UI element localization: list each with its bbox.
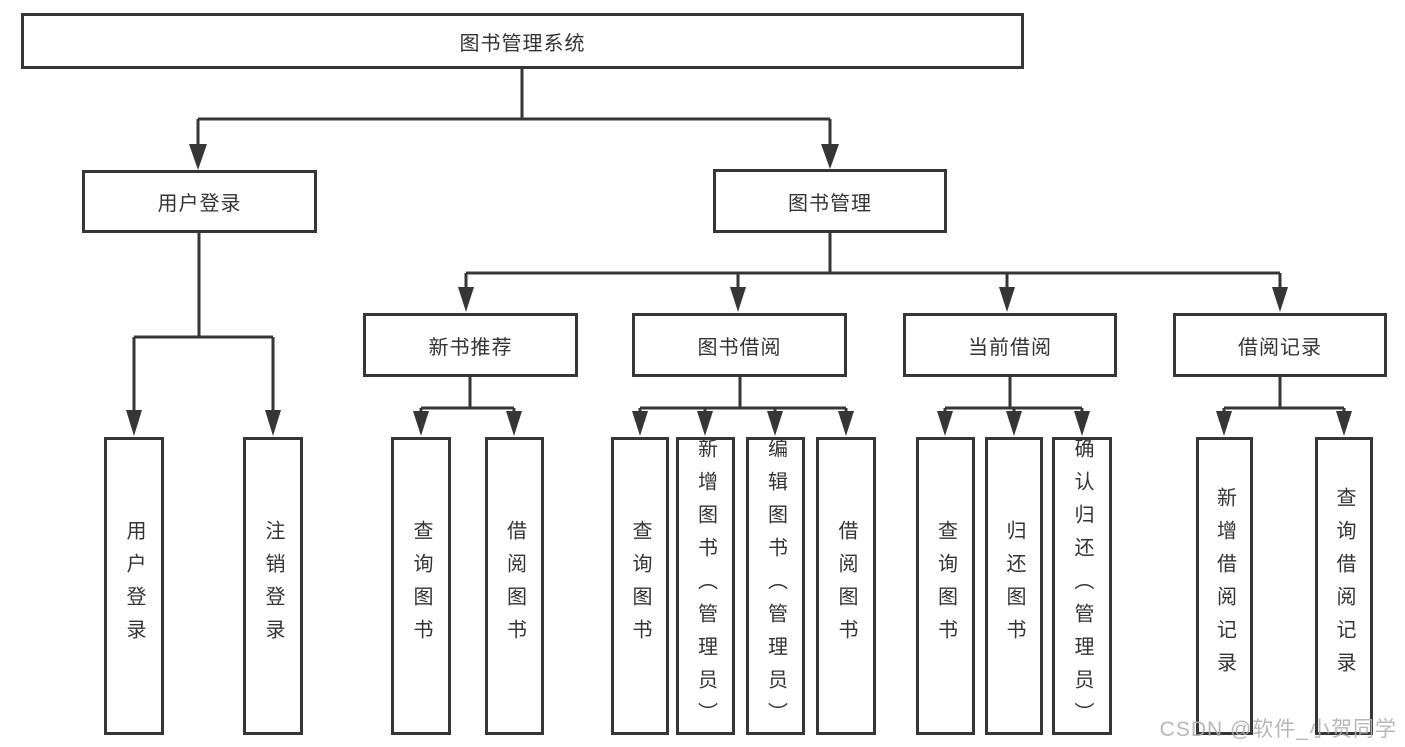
leaf-query-borrow-record: 查询借阅记录 [1315,437,1373,735]
node-label: 借阅图书 [835,520,857,652]
node-current-borrowing: 当前借阅 [903,313,1117,377]
node-book-management: 图书管理 [713,169,947,233]
node-label: 当前借阅 [968,336,1052,359]
leaf-add-borrow-record: 新增借阅记录 [1196,437,1253,735]
connector-new-book-recommend-children [413,377,522,436]
leaf-edit-book-admin: 编辑图书（管理员） [746,437,805,735]
leaf-return-books: 归还图书 [985,437,1043,735]
leaf-query-books-borrowing: 查询图书 [611,437,669,735]
leaf-user-login: 用户登录 [104,437,164,735]
node-label: 查询图书 [629,520,651,652]
node-label: 新书推荐 [428,336,513,359]
node-label: 借阅图书 [503,520,526,652]
connector-book-borrowing-children [632,377,854,436]
node-label: 查询图书 [410,520,432,652]
leaf-query-books-current: 查询图书 [916,437,975,735]
leaf-query-books-recommend: 查询图书 [391,437,451,735]
connector-root-to-level2 [189,69,839,170]
node-label: 查询图书 [934,520,957,652]
node-book-borrowing: 图书借阅 [632,313,847,377]
node-label: 查询借阅记录 [1333,487,1355,685]
connector-book-management-children [458,233,1288,312]
node-label: 新增图书（管理员） [694,437,717,735]
connector-user-login-children [126,233,281,436]
node-user-login: 用户登录 [82,170,317,233]
node-label: 图书管理 [788,192,872,215]
node-new-book-recommend: 新书推荐 [363,313,578,377]
node-label: 图书借阅 [697,336,782,359]
node-label: 注销登录 [262,520,284,652]
node-library-system: 图书管理系统 [21,13,1024,69]
leaf-add-book-admin: 新增图书（管理员） [676,437,735,735]
node-label: 新增借阅记录 [1213,487,1236,685]
node-label: 确认归还（管理员） [1071,437,1093,735]
node-label: 编辑图书（管理员） [764,437,787,735]
node-borrowing-records: 借阅记录 [1173,313,1387,377]
leaf-confirm-return-admin: 确认归还（管理员） [1052,437,1112,735]
node-label: 用户登录 [123,520,145,652]
connector-current-borrowing-children [937,377,1090,436]
node-label: 用户登录 [157,193,242,215]
node-label: 图书管理系统 [459,32,586,55]
leaf-borrow-books-recommend: 借阅图书 [485,437,544,735]
leaf-borrow-books-borrowing: 借阅图书 [816,437,876,735]
connector-borrowing-records-children [1216,377,1352,436]
node-label: 借阅记录 [1238,336,1322,359]
csdn-watermark: CSDN @软件_小贺同学 [1159,718,1397,741]
leaf-logout: 注销登录 [243,437,303,735]
node-label: 归还图书 [1003,520,1025,652]
